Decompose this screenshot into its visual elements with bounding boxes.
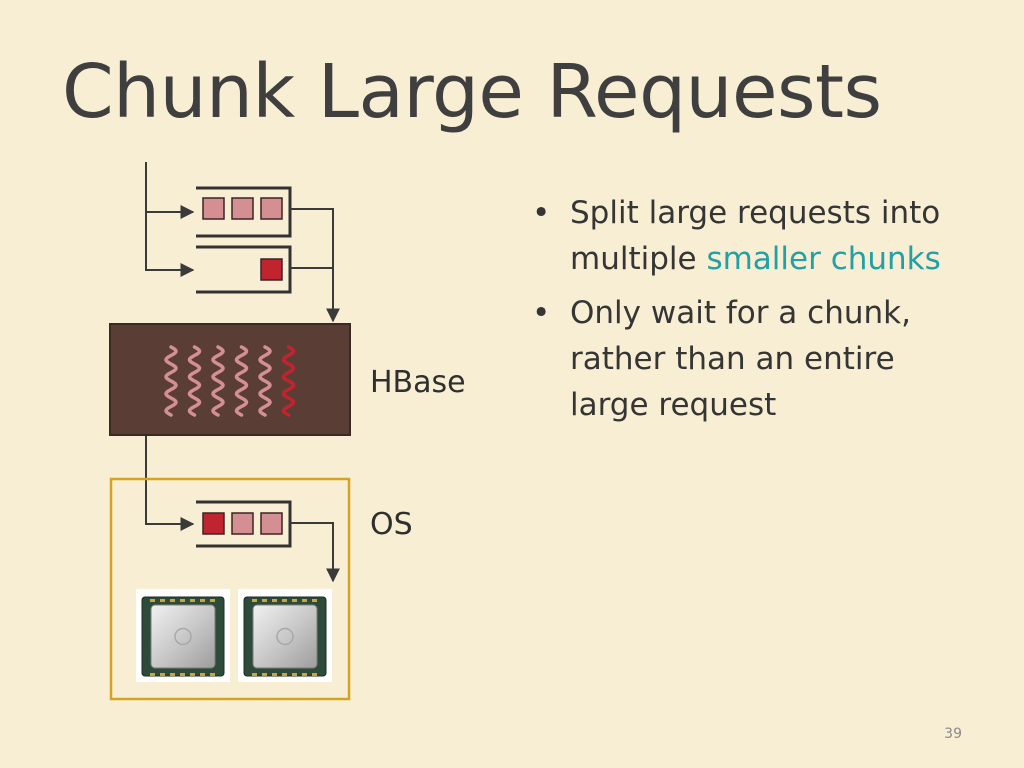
hbase-box <box>109 323 351 436</box>
queue-output-arrow <box>290 208 340 323</box>
thread-pending <box>258 345 272 417</box>
thread-pending <box>187 345 202 417</box>
os-queue-to-cpu-arrow <box>290 522 340 583</box>
hbase-threads <box>164 345 296 417</box>
queue-block-pending <box>231 512 254 535</box>
queue-block-pending <box>260 197 283 220</box>
queue-block-pending <box>260 512 283 535</box>
queue-os <box>202 512 283 535</box>
cpu-group <box>136 589 332 682</box>
thread-active <box>281 345 296 417</box>
cpu-chip-icon <box>238 589 332 682</box>
hbase-label: HBase <box>370 365 466 400</box>
thread-pending <box>211 345 225 417</box>
queue-block-pending <box>202 197 225 220</box>
bullet-text: Only wait for a chunk, rather than an en… <box>570 295 911 423</box>
thread-pending <box>164 345 178 417</box>
queue-middle <box>260 258 283 281</box>
queue-block-active <box>202 512 225 535</box>
bullet-dot-icon: • <box>532 195 551 231</box>
slide-title: Chunk Large Requests <box>62 49 882 135</box>
bullet-dot-icon: • <box>532 295 551 331</box>
bullet-item: • Split large requests into multiple smal… <box>530 190 970 282</box>
hbase-to-os-arrow <box>145 436 195 531</box>
cpu-chip-icon <box>136 589 230 682</box>
bullet-text: Split large requests into multiple <box>570 195 941 277</box>
request-arrow-top <box>145 162 195 219</box>
os-label: OS <box>370 507 413 542</box>
queue-top-frame <box>196 186 292 238</box>
queue-top <box>202 197 283 220</box>
bullet-highlight-text: smaller chunks <box>706 241 941 277</box>
queue-block-pending <box>231 197 254 220</box>
queue-block-active <box>260 258 283 281</box>
os-box <box>109 477 351 701</box>
bullet-item: • Only wait for a chunk, rather than an e… <box>530 290 970 428</box>
thread-pending <box>234 345 249 417</box>
request-arrow-middle <box>145 212 195 277</box>
page-number: 39 <box>944 726 962 742</box>
bullet-list: • Split large requests into multiple smal… <box>530 190 970 436</box>
queue-middle-frame <box>196 245 292 294</box>
